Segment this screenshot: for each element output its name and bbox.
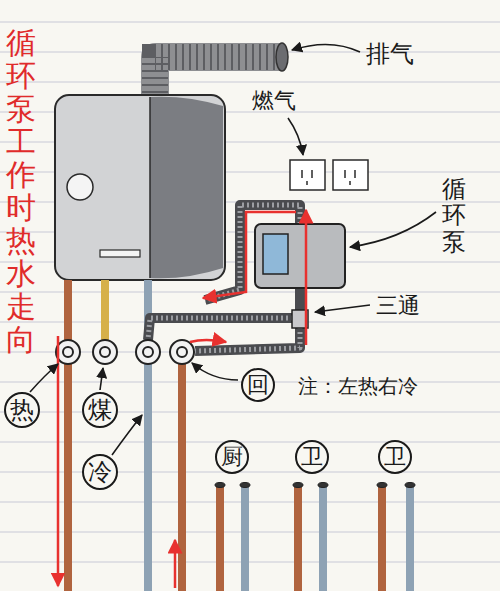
gas-sockets (290, 160, 368, 190)
notebook-lines (0, 22, 500, 562)
circle-label: 冷 (82, 454, 118, 490)
circle-label: 回 (241, 368, 275, 402)
circle-label: 煤 (82, 392, 118, 428)
circle-text: 煤 (88, 398, 112, 422)
circle-label: 卫 (378, 440, 412, 474)
tee-label: 三通 (376, 291, 420, 321)
circle-text: 厨 (221, 446, 243, 468)
note-label: 注：左热右冷 (298, 373, 418, 400)
circle-text: 卫 (384, 446, 406, 468)
circle-text: 卫 (301, 446, 323, 468)
pipes (68, 280, 410, 591)
valves (56, 340, 194, 364)
pipe-openings (215, 483, 415, 488)
leader-arrows (30, 44, 436, 455)
circle-text: 热 (10, 398, 34, 422)
exhaust-label: 排气 (366, 38, 414, 70)
circle-label: 卫 (295, 440, 329, 474)
circle-text: 回 (247, 374, 269, 396)
circle-label: 热 (4, 392, 40, 428)
gas-label: 燃气 (252, 86, 296, 116)
water-heater (55, 95, 225, 280)
circle-text: 冷 (88, 460, 112, 484)
circulation-pump (255, 224, 345, 288)
hot-water-flow (58, 210, 306, 588)
vertical-title: 循环泵工作时热水走向 (6, 26, 36, 356)
pump-label: 循环泵 (442, 176, 466, 255)
circle-label: 厨 (215, 440, 249, 474)
